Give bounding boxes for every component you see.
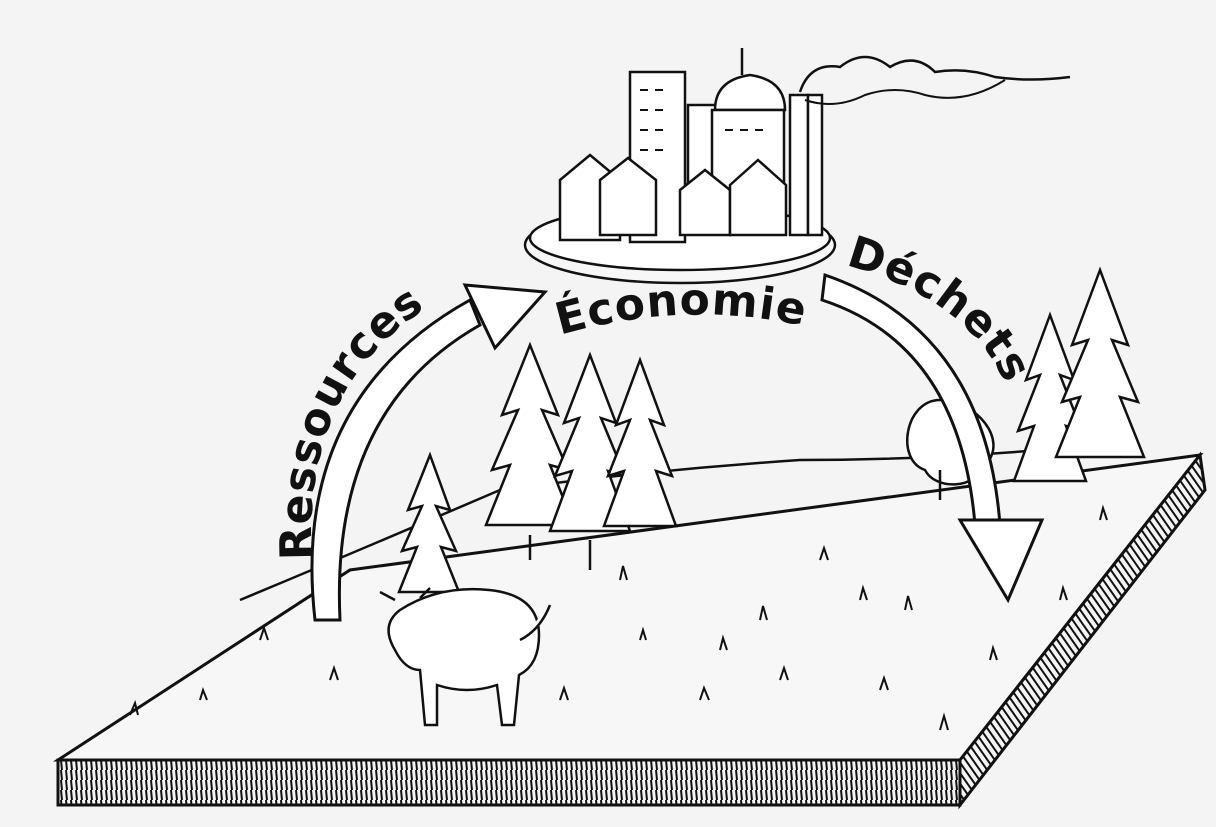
waste-arrow [820, 272, 1045, 604]
resources-arrow [310, 283, 549, 622]
cow [379, 587, 552, 727]
economy-label: Économie [549, 274, 811, 345]
city [523, 48, 837, 285]
smoke [798, 55, 1071, 93]
ground-platform [52, 451, 1207, 810]
